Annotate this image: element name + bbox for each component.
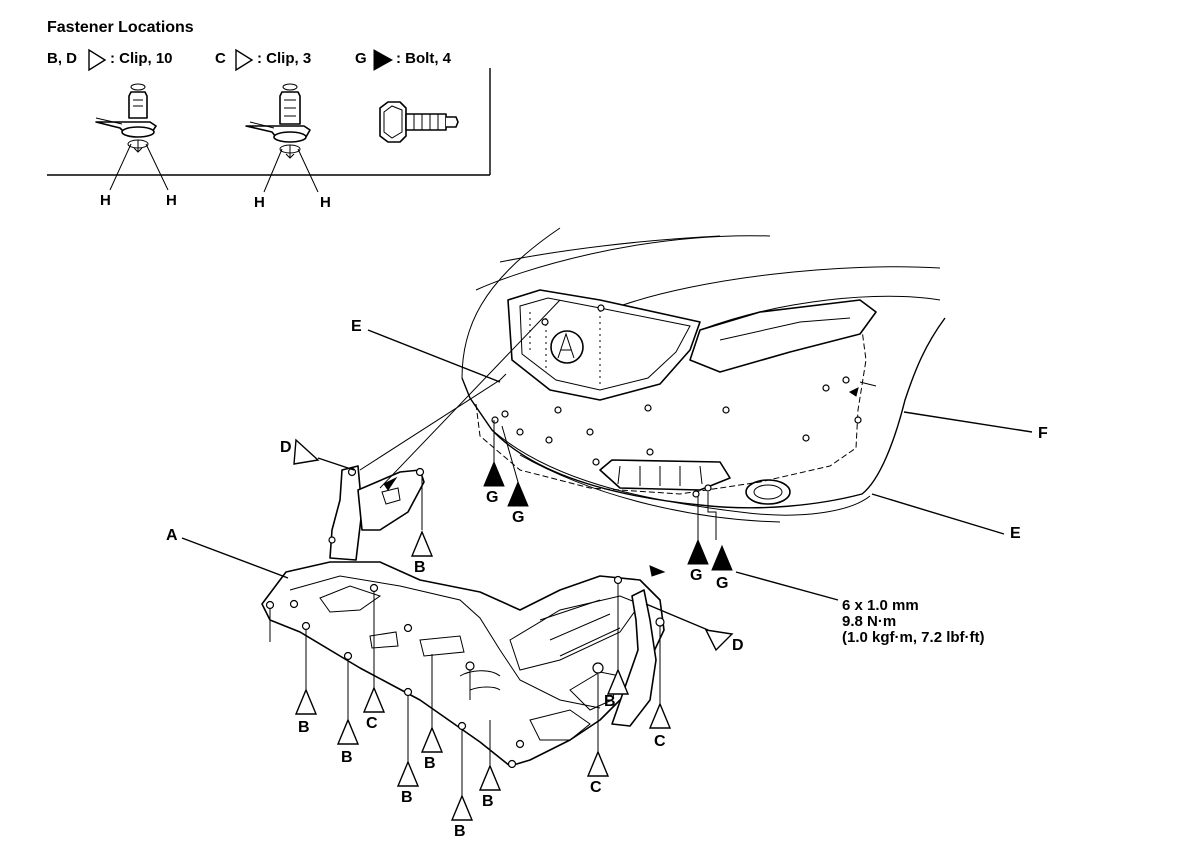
- label-c: C: [366, 715, 378, 732]
- legend-code-c: C: [215, 50, 226, 67]
- legend-title: Fastener Locations: [47, 19, 194, 36]
- bolt-g-triangle-icon: [507, 480, 529, 507]
- label-g: G: [512, 509, 524, 526]
- clip-illustration: H H: [245, 83, 331, 211]
- label-h: H: [166, 192, 177, 209]
- label-e: E: [1010, 525, 1021, 542]
- clip-d-triangle-icon: [293, 438, 320, 465]
- clip-b-triangle-icon: [478, 764, 502, 791]
- legend-text-g: : Bolt, 4: [396, 50, 452, 67]
- callouts: A E E F D D G G G G 6: [166, 299, 1048, 840]
- clip-c-triangle-icon: [586, 750, 610, 777]
- clip-b-triangle-icon: [420, 726, 444, 753]
- bolt-g-triangle-icon: [483, 460, 505, 487]
- shield-clip-holes: [265, 467, 665, 769]
- right-bracket: [611, 589, 657, 727]
- label-c: C: [654, 733, 666, 750]
- clip-triangle-icon: [235, 48, 254, 72]
- clip-b-triangle-icon: [606, 668, 630, 695]
- legend-code-g: G: [355, 50, 367, 67]
- clip-c-triangle-icon: [648, 702, 672, 729]
- label-e: E: [351, 318, 362, 335]
- clip-c-triangle-icon: [362, 686, 386, 713]
- torque-nm: 9.8 N·m: [842, 613, 896, 630]
- splash-shield-illustration: [261, 465, 666, 769]
- clip-b-triangle-icon: [396, 760, 420, 787]
- label-d: D: [280, 439, 292, 456]
- bumper-clip-holes: [491, 304, 862, 498]
- clip-illustration: H H: [95, 83, 177, 209]
- torque-alt: (1.0 kgf·m, 7.2 lbf·ft): [842, 629, 985, 646]
- splash-shield-a: [261, 561, 665, 767]
- label-h: H: [100, 192, 111, 209]
- clip-b-triangle-icon: [294, 688, 318, 715]
- label-b: B: [341, 749, 353, 766]
- label-b: B: [424, 755, 436, 772]
- label-f: F: [1038, 425, 1048, 442]
- label-d: D: [732, 637, 744, 654]
- label-a: A: [166, 527, 178, 544]
- left-bracket: [329, 465, 363, 561]
- label-c: C: [590, 779, 602, 796]
- bolt-illustration: [379, 101, 459, 143]
- clip-b-triangle-icon: [450, 794, 474, 821]
- front-bumper-illustration: [461, 227, 946, 523]
- fastener-legend: Fastener Locations B, D : Clip, 10 C : C…: [47, 19, 491, 211]
- label-h: H: [254, 194, 265, 211]
- label-g: G: [486, 489, 498, 506]
- bolt-triangle-icon: [373, 49, 394, 71]
- legend-text-c: : Clip, 3: [257, 50, 311, 67]
- label-b: B: [604, 693, 616, 710]
- label-g: G: [716, 575, 728, 592]
- legend-code-bd: B, D: [47, 50, 77, 67]
- clip-b-triangle-icon: [410, 530, 434, 557]
- clip-b-triangle-icon: [336, 718, 360, 745]
- label-b: B: [414, 559, 426, 576]
- label-h: H: [320, 194, 331, 211]
- clip-triangle-icon: [88, 48, 107, 72]
- legend-text-bd: : Clip, 10: [110, 50, 173, 67]
- bolt-g-triangle-icon: [711, 544, 733, 571]
- label-b: B: [401, 789, 413, 806]
- label-b: B: [298, 719, 310, 736]
- clip-d-triangle-icon: [704, 629, 734, 652]
- label-b: B: [482, 793, 494, 810]
- torque-size: 6 x 1.0 mm: [842, 597, 919, 614]
- label-b: B: [454, 823, 466, 840]
- label-g: G: [690, 567, 702, 584]
- bolt-g-triangle-icon: [687, 538, 709, 565]
